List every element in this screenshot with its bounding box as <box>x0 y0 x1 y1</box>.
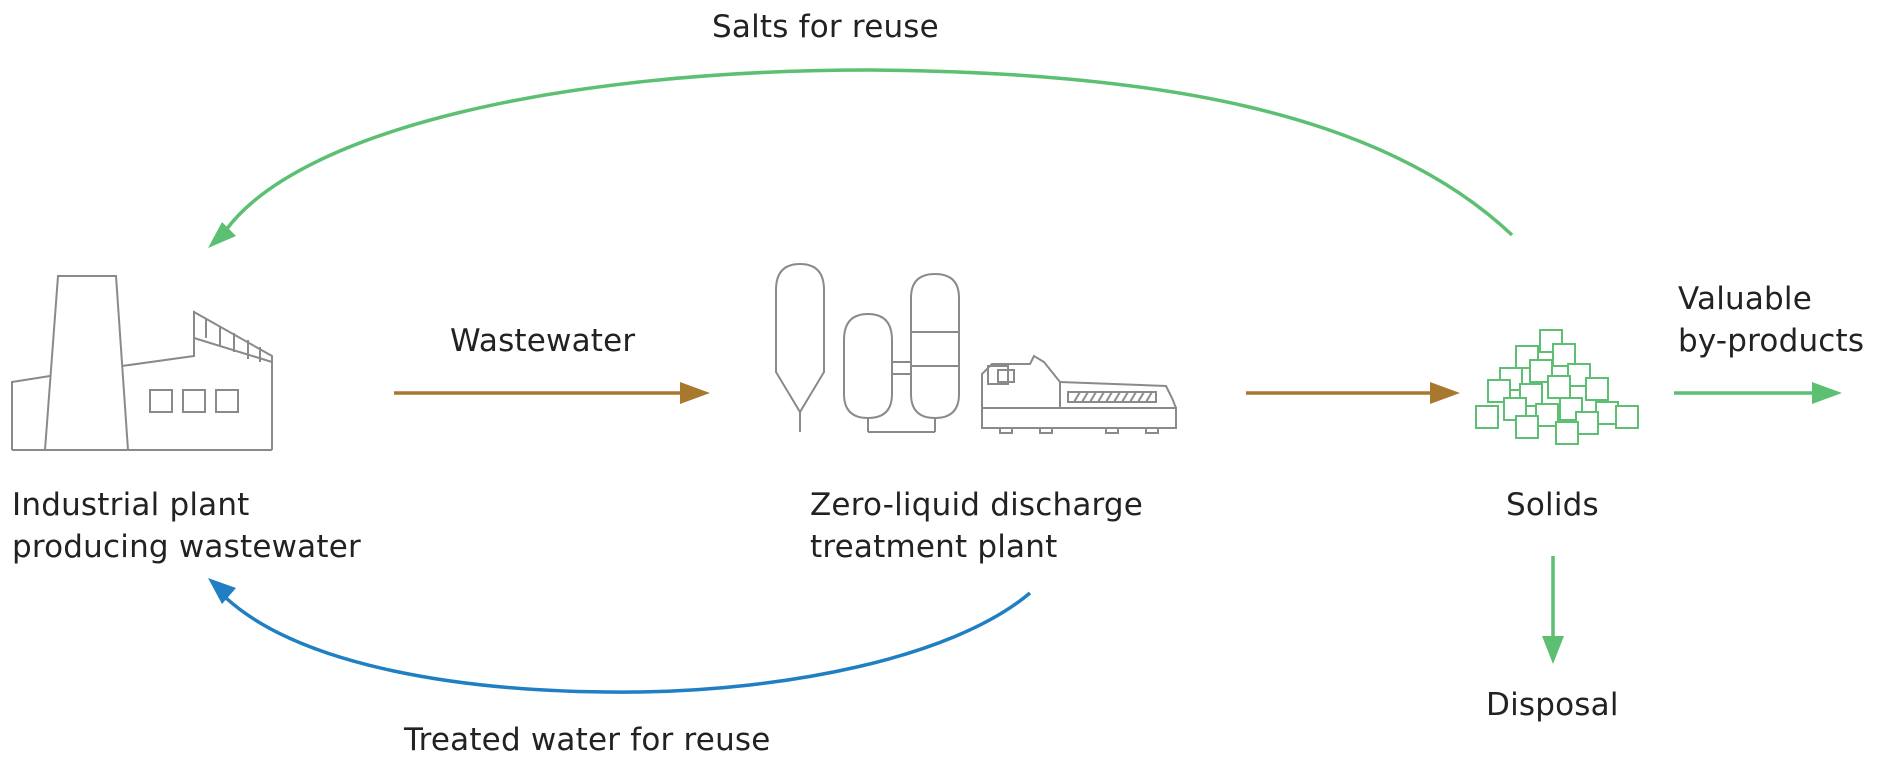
zld-to-solids-arrowhead <box>1430 382 1460 404</box>
byproducts-arrowhead <box>1812 382 1842 404</box>
wastewater-label: Wastewater <box>450 323 636 359</box>
solids-label: Solids <box>1506 487 1599 523</box>
treated-water-arrow <box>224 591 1032 694</box>
factory-icon <box>11 275 273 451</box>
wastewater-arrowhead <box>680 382 710 404</box>
zld-plant-label: Zero-liquid discharge treatment plant <box>810 484 1143 568</box>
industrial-plant-label-line1: Industrial plant <box>12 487 250 523</box>
disposal-label: Disposal <box>1486 687 1619 723</box>
zld-plant-label-line2: treatment plant <box>810 529 1058 565</box>
treated-water-label: Treated water for reuse <box>404 722 771 758</box>
industrial-plant-label-line2: producing wastewater <box>12 529 361 565</box>
treated-water-arrowhead <box>208 578 236 604</box>
disposal-arrowhead <box>1542 636 1564 664</box>
salts-reuse-arrowhead <box>208 222 236 248</box>
zld-equipment-icon <box>775 262 1177 434</box>
zld-plant-label-line1: Zero-liquid discharge <box>810 487 1144 523</box>
valuable-byproducts-label-line1: Valuable <box>1678 281 1813 317</box>
solids-crystals-icon <box>1475 329 1639 445</box>
valuable-byproducts-label: Valuable by-products <box>1678 278 1864 362</box>
industrial-plant-label: Industrial plant producing wastewater <box>12 484 361 568</box>
salts-for-reuse-label: Salts for reuse <box>712 9 939 45</box>
salts-reuse-arrow <box>224 68 1514 237</box>
valuable-byproducts-label-line2: by-products <box>1678 323 1865 359</box>
